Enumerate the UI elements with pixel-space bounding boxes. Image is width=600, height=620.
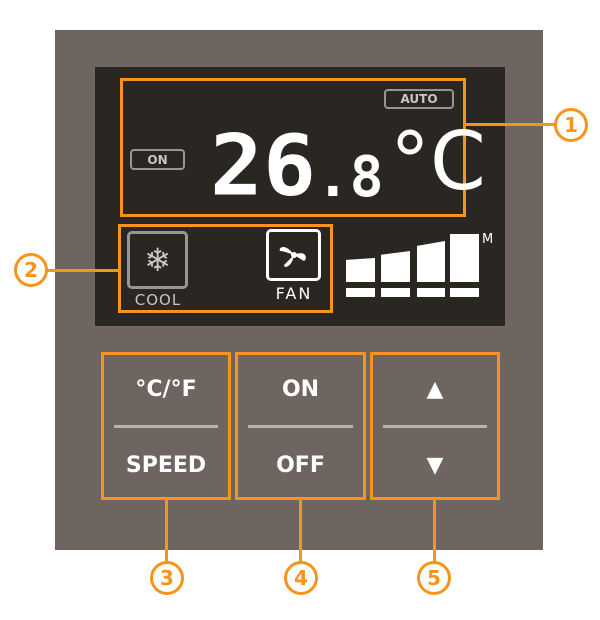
fan-speed-bar-1 (346, 258, 375, 282)
fan-speed-base-4 (450, 288, 479, 297)
button-divider (383, 425, 487, 428)
speed-indicator: M (482, 232, 494, 247)
fan-speed-bar-3 (417, 241, 445, 282)
callout-5: 5 (417, 561, 451, 595)
fan-speed-base-3 (417, 288, 445, 297)
callout-line-3 (165, 500, 168, 562)
up-down-button[interactable]: ▲ ▼ (370, 352, 500, 500)
callout-line-4 (299, 500, 302, 562)
unit-toggle-label[interactable]: °C/°F (135, 377, 197, 402)
callout-1: 1 (554, 108, 588, 142)
callout-line-2 (47, 269, 119, 272)
fan-icon (266, 229, 321, 281)
callout-3: 3 (150, 561, 184, 595)
mode-area-highlight (118, 224, 333, 313)
fan-speed-bar-2 (381, 251, 410, 282)
callout-line-1 (466, 123, 558, 126)
temperature-unit: °C (390, 115, 486, 208)
up-arrow-icon[interactable]: ▲ (426, 377, 444, 402)
button-divider (114, 425, 218, 428)
down-arrow-icon[interactable]: ▼ (426, 453, 444, 478)
unit-speed-button[interactable]: °C/°F SPEED (101, 352, 231, 500)
fan-speed-base-2 (381, 288, 410, 297)
fan-speed-base-1 (346, 288, 375, 297)
temperature-value: 26 (210, 116, 316, 215)
fan-label: FAN (275, 284, 313, 303)
callout-line-5 (433, 500, 436, 562)
callout-4: 4 (284, 561, 318, 595)
callout-2: 2 (14, 253, 48, 287)
on-label[interactable]: ON (281, 377, 320, 402)
speed-label[interactable]: SPEED (125, 453, 207, 478)
snowflake-icon: ❄ (127, 231, 188, 289)
on-indicator: ON (130, 149, 185, 170)
lcd-screen (95, 67, 505, 326)
temperature-area-highlight (120, 78, 466, 217)
button-divider (248, 425, 353, 428)
auto-indicator: AUTO (384, 89, 454, 109)
cool-mode-label: COOL (134, 291, 182, 309)
fan-speed-bar-4 (450, 234, 479, 282)
off-label[interactable]: OFF (276, 453, 325, 478)
temperature-decimal: .8 (316, 145, 384, 210)
on-off-button[interactable]: ON OFF (235, 352, 366, 500)
